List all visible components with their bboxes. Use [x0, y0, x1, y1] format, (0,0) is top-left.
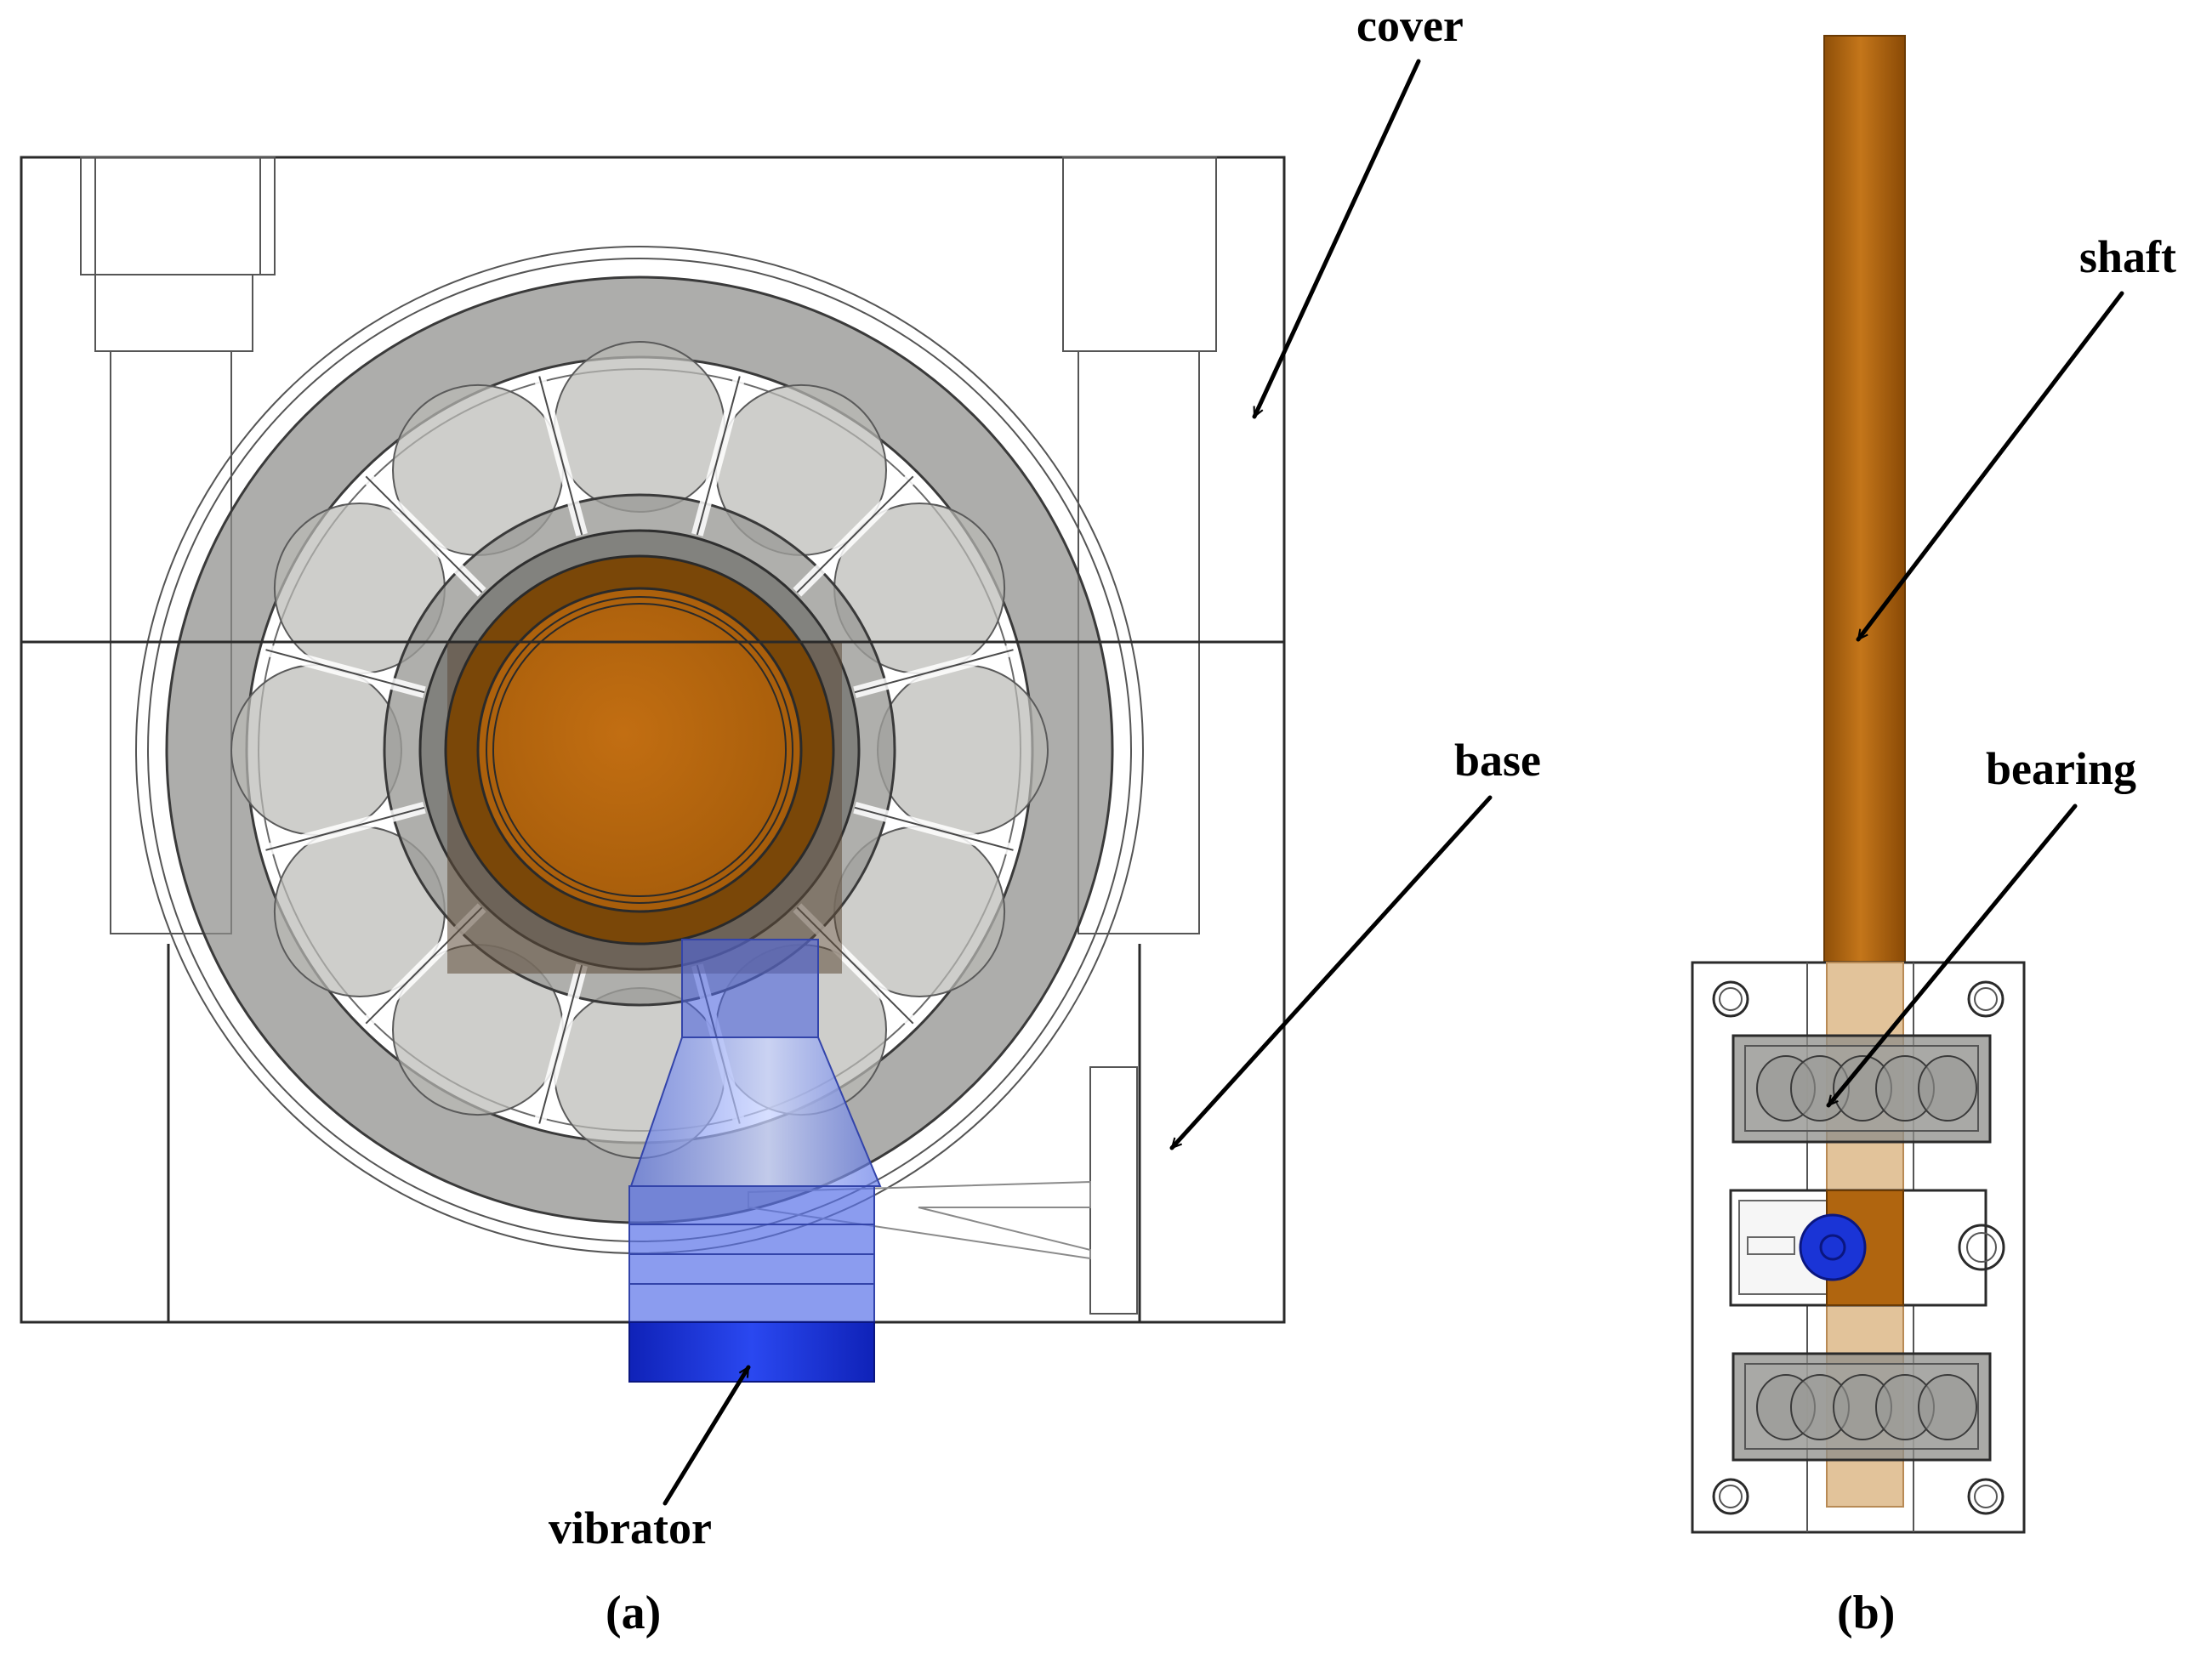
shaft [1823, 35, 1906, 963]
panel-b-side-view: shaft bearing (b) [1691, 35, 2176, 1639]
label-base: base [1454, 735, 1541, 786]
sensor-housing [1729, 1189, 2005, 1307]
arrow-shaft [1856, 291, 2124, 642]
vibrator-base [628, 1321, 875, 1383]
roller [1918, 1374, 1977, 1440]
vibrator-sensor [628, 939, 882, 1383]
arrow-base [1169, 795, 1493, 1150]
roller [1918, 1055, 1977, 1122]
rolling-ball [554, 341, 725, 513]
lower-bearing-block [1732, 1352, 1992, 1462]
label-vibrator: vibrator [549, 1502, 712, 1553]
vibrator-probe [1799, 1213, 1867, 1281]
label-cover: cover [1356, 0, 1464, 51]
shaft-end [476, 587, 803, 913]
caption-b: (b) [1837, 1587, 1895, 1639]
rolling-ball [877, 664, 1049, 836]
mounting-holes [1712, 980, 2004, 1515]
caption-a: (a) [606, 1587, 661, 1639]
arrow-cover [1252, 59, 1421, 419]
panel-a-front-view: cover base vibrator (a) [20, 0, 1541, 1639]
rolling-ball [230, 664, 402, 836]
arrow-vibrator [662, 1365, 751, 1506]
upper-bearing-block [1732, 1034, 1992, 1144]
label-bearing: bearing [1986, 743, 2136, 794]
arrow-bearing [1826, 804, 2078, 1108]
label-shaft: shaft [2079, 231, 2176, 282]
